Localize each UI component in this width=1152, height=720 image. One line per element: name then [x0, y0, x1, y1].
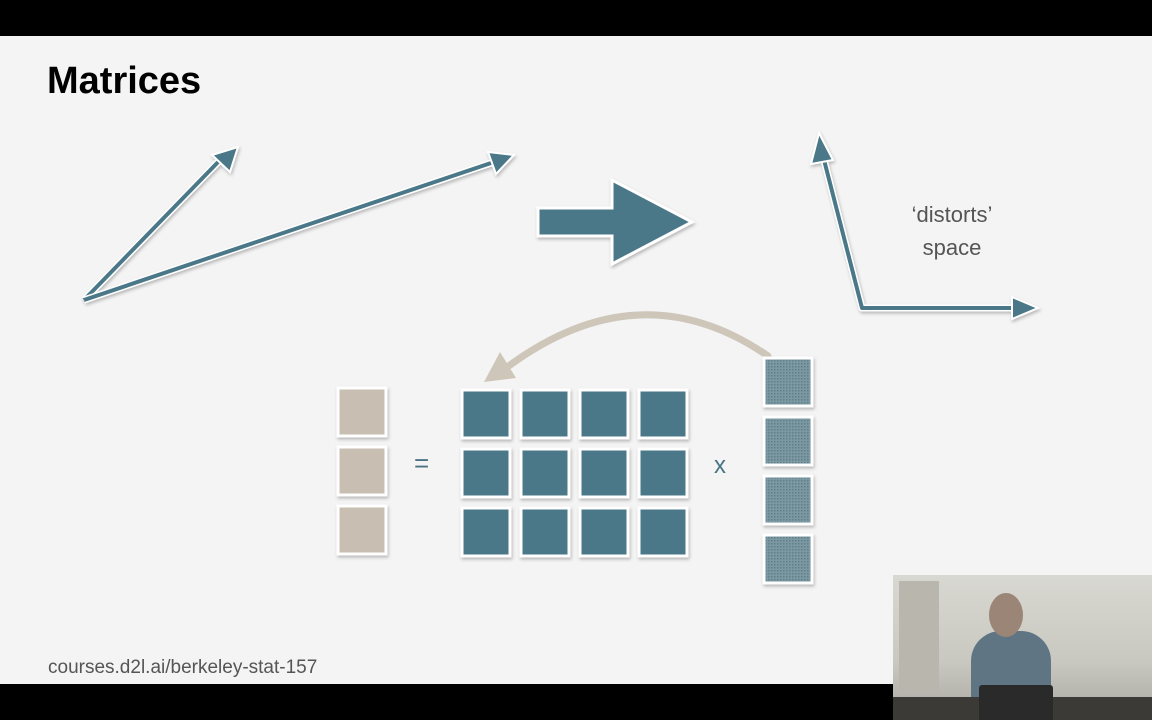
output-vector-cell	[336, 504, 388, 556]
matrix	[460, 388, 689, 558]
input-vector-cell	[762, 356, 814, 408]
distorted-vectors	[809, 130, 1041, 321]
presenter-laptop	[979, 685, 1053, 720]
times-sign: x	[714, 452, 726, 479]
matrix-cell	[460, 506, 512, 558]
multiply-curved-arrow	[484, 311, 772, 382]
course-url: courses.d2l.ai/berkeley-stat-157	[48, 657, 318, 678]
matrix-cell	[460, 447, 512, 499]
input-vector-cell	[762, 474, 814, 526]
webcam-background-door	[899, 581, 939, 691]
matrix-cell	[637, 447, 689, 499]
output-vector-cell	[336, 445, 388, 497]
distorts-label: ‘distorts’	[911, 202, 993, 227]
matrix-cell	[578, 388, 630, 440]
matrix-cell	[519, 388, 571, 440]
slide-title: Matrices	[47, 60, 202, 102]
transform-arrow	[536, 177, 696, 267]
equals-sign: =	[414, 448, 430, 478]
input-vector	[762, 356, 814, 585]
vector-short-arrowhead	[210, 145, 240, 174]
input-vector-cell	[762, 415, 814, 467]
input-vector-cell	[762, 533, 814, 585]
matrix-cell	[519, 447, 571, 499]
output-vector	[336, 386, 388, 556]
presenter-webcam	[893, 575, 1152, 720]
original-vectors	[81, 145, 517, 304]
matrix-cell	[637, 506, 689, 558]
matrix-cell	[637, 388, 689, 440]
presenter-head	[989, 593, 1023, 637]
distorts-space-label: ‘distorts’ space	[882, 198, 1022, 264]
matrix-cell	[519, 506, 571, 558]
output-vector-cell	[336, 386, 388, 438]
distorted-right-arrowhead	[1011, 295, 1041, 321]
matrix-cell	[460, 388, 512, 440]
top-letterbox	[0, 0, 1152, 36]
distorted-axes	[820, 151, 1020, 310]
distorted-up-arrowhead	[809, 130, 835, 166]
space-label: space	[922, 235, 982, 260]
vector-long-arrowhead	[486, 150, 517, 176]
matrix-cell	[578, 506, 630, 558]
matrix-cell	[578, 447, 630, 499]
